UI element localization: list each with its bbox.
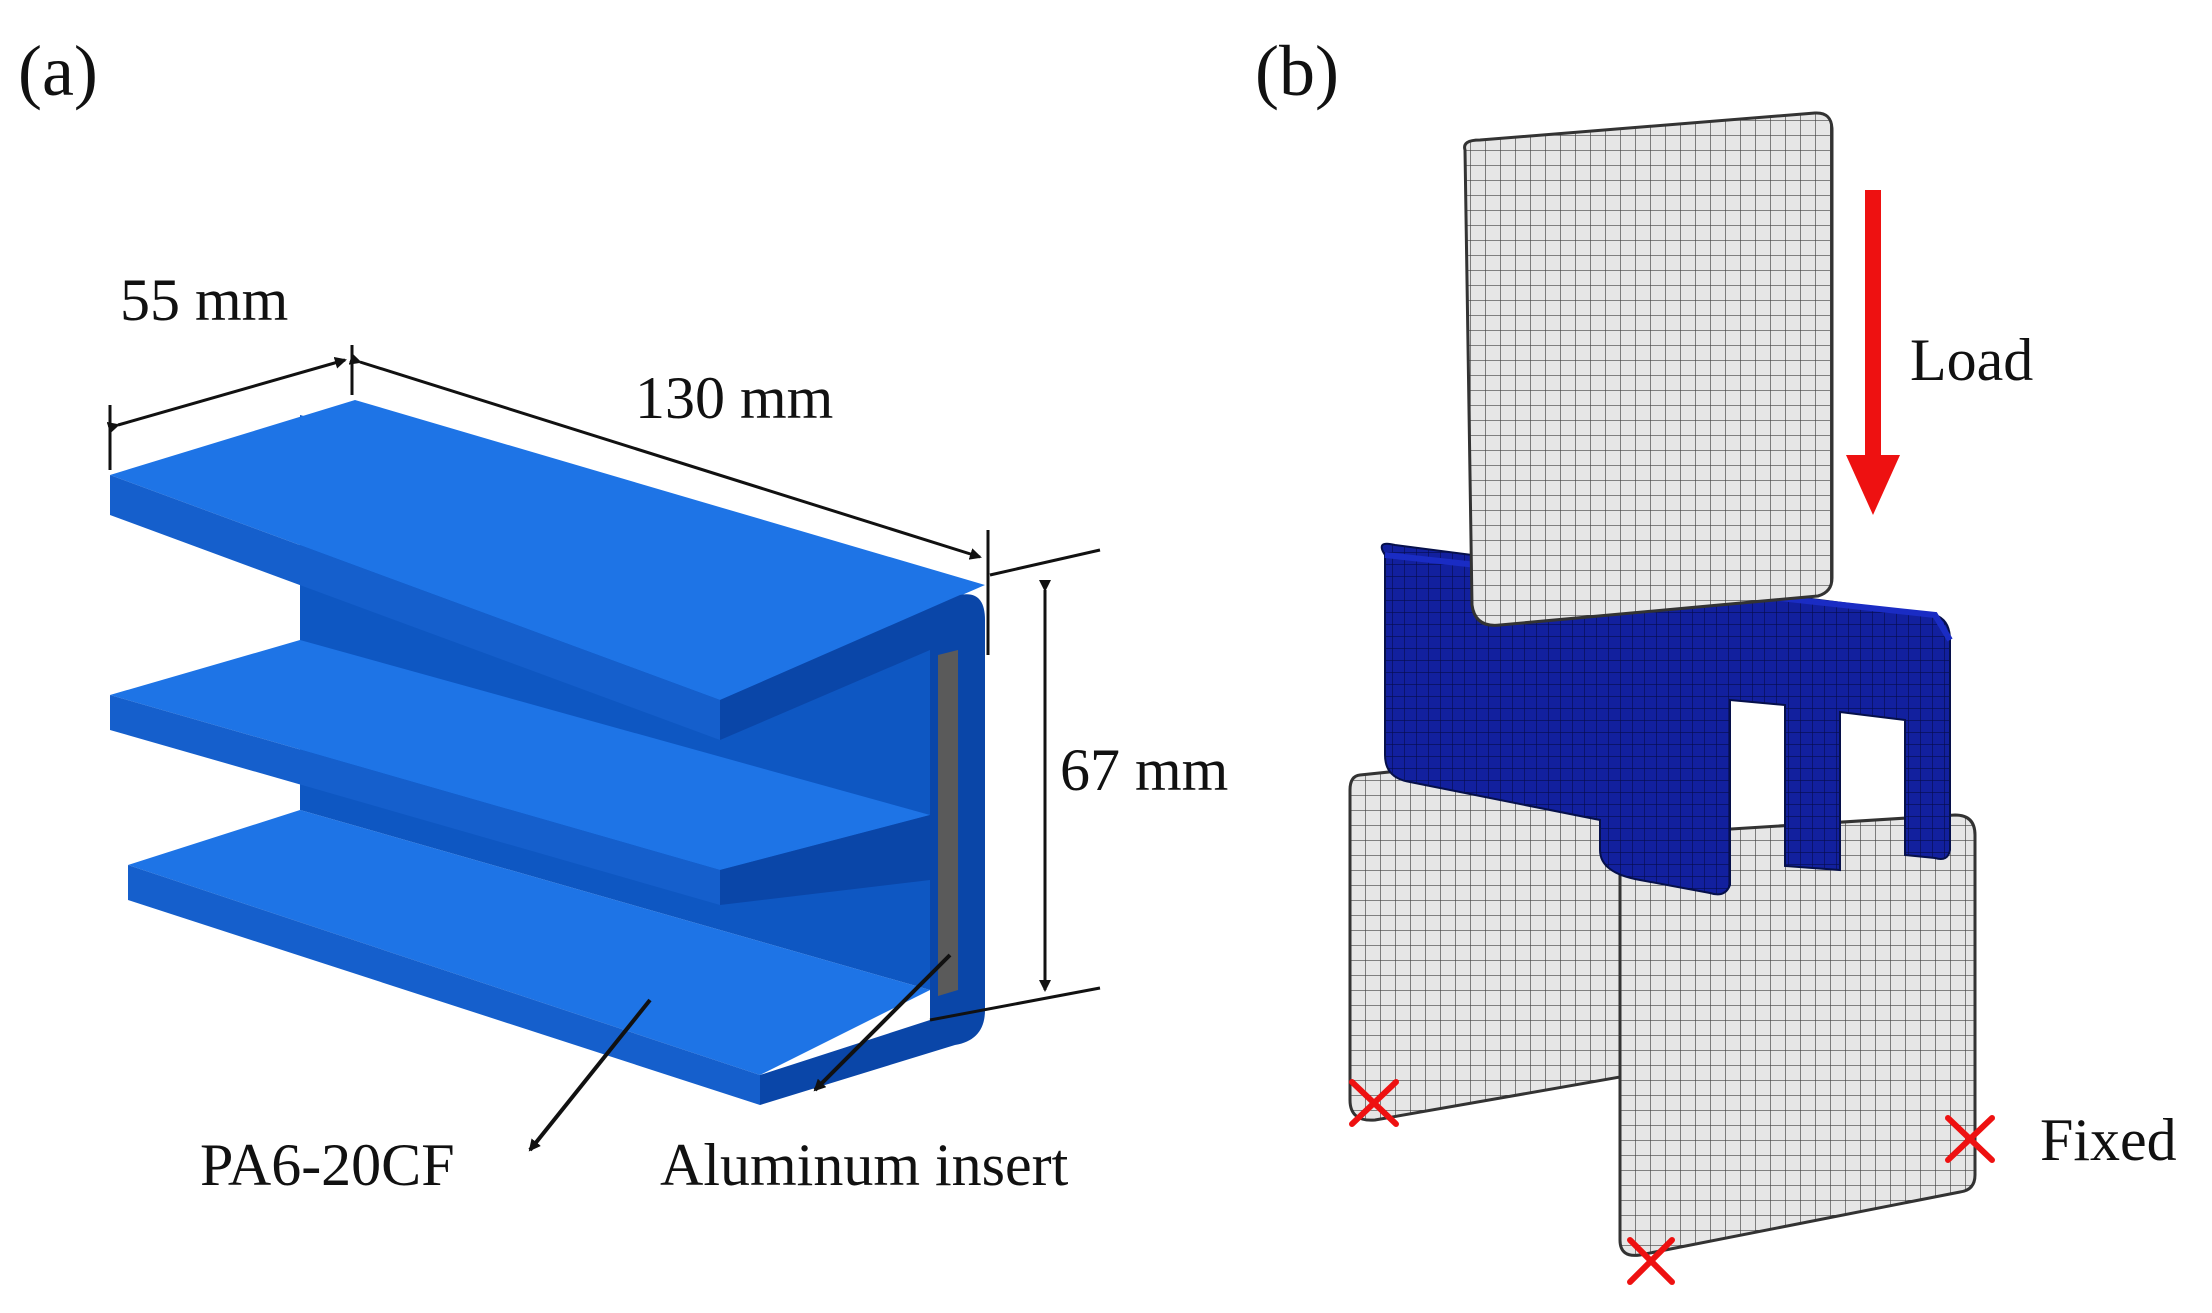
- fixed-marker-right: [1945, 1115, 1995, 1163]
- length-dimension-arrow: [348, 353, 982, 560]
- load-plate-mesh: [1463, 111, 1834, 627]
- specimen-middle-flange: [110, 640, 930, 870]
- material-label: PA6-20CF: [200, 1132, 455, 1198]
- load-arrow: [1846, 190, 1900, 515]
- panel-a-label: (a): [18, 31, 98, 111]
- fixed-label: Fixed: [2040, 1107, 2177, 1173]
- width-dimension-label: 55 mm: [120, 267, 288, 333]
- aluminum-insert: [938, 650, 958, 996]
- specimen-bottom-flange: [128, 810, 930, 1075]
- fixed-marker-left: [1349, 1079, 1399, 1127]
- panel-b: (b) Load: [1255, 31, 2177, 1285]
- material-pointer-arrow: [528, 998, 652, 1152]
- specimen-mesh: [1380, 542, 1953, 896]
- specimen-end-face: [720, 594, 985, 1105]
- insert-pointer-arrow: [813, 953, 952, 1092]
- height-dimension-label: 67 mm: [1060, 737, 1228, 803]
- dimension-lines: [106, 345, 1101, 1022]
- length-dimension-label: 130 mm: [635, 365, 833, 431]
- load-label: Load: [1910, 327, 2033, 393]
- fixed-marker-bottom: [1627, 1237, 1675, 1285]
- panel-a: (a): [18, 31, 1228, 1198]
- specimen-model: [110, 400, 985, 1105]
- panel-b-label: (b): [1255, 31, 1339, 111]
- width-dimension-arrow: [106, 356, 347, 434]
- insert-label: Aluminum insert: [660, 1132, 1069, 1198]
